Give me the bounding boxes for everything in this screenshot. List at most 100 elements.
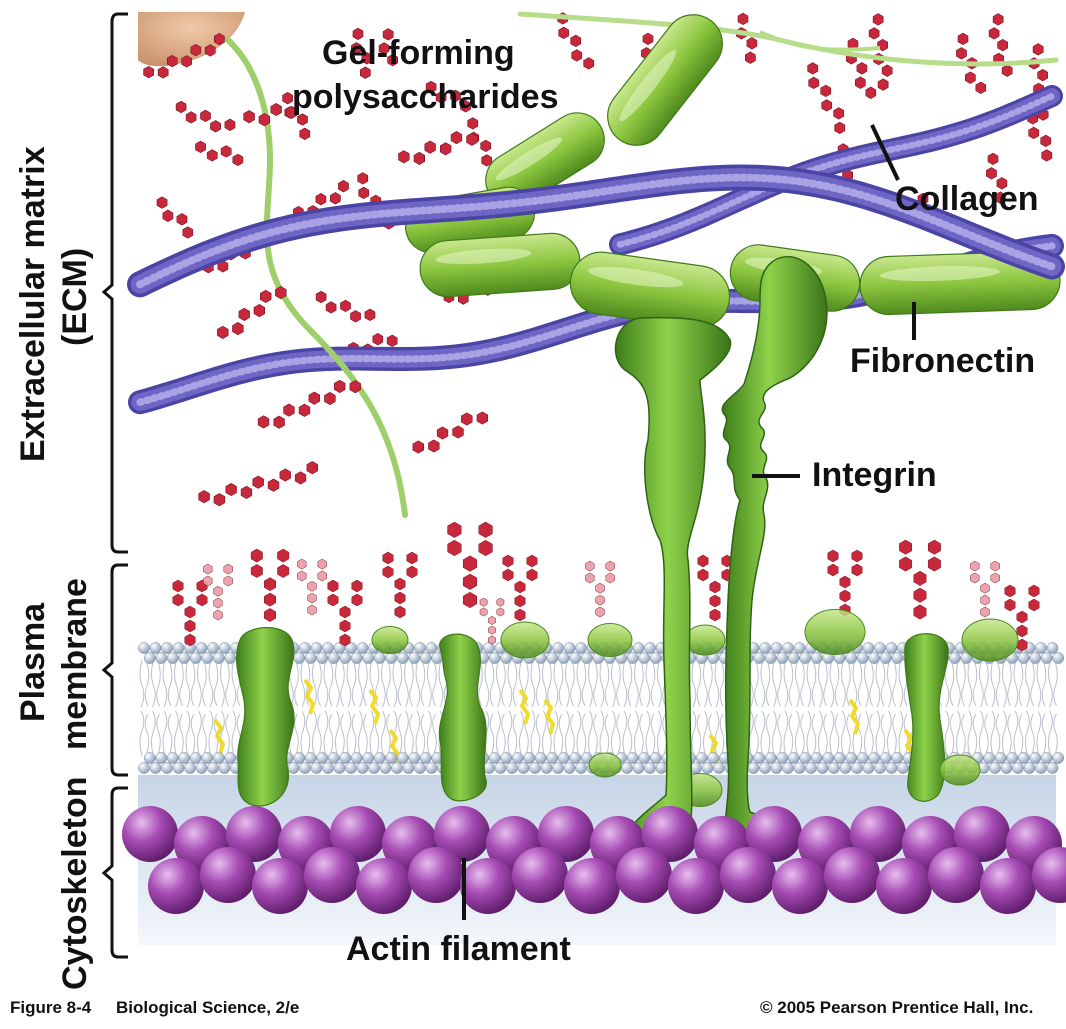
peripheral-protein (588, 752, 622, 778)
phospholipid-head (845, 752, 858, 764)
phospholipid-head (218, 762, 231, 774)
phospholipid-head (350, 652, 363, 664)
polysaccharide-chain (1027, 112, 1053, 162)
phospholipid-head (1040, 752, 1053, 764)
actin-monomer (668, 858, 724, 914)
actin-monomer (954, 806, 1010, 862)
phospholipid-head (379, 762, 392, 774)
phospholipid-head (494, 762, 507, 774)
phospholipid-head (1040, 652, 1053, 664)
sugar-unit (294, 471, 307, 485)
sugar-unit (333, 379, 346, 393)
sugar-unit (461, 412, 473, 426)
actin-filament-label: Actin filament (346, 930, 571, 968)
sugar-unit (1032, 43, 1044, 56)
phospholipid-head (552, 762, 564, 774)
sugar-unit (480, 139, 492, 153)
phospholipid-head (356, 642, 369, 654)
glycan-tree (899, 539, 941, 620)
phospholipid-head (506, 762, 518, 774)
sugar-unit (324, 391, 336, 406)
sugar-unit (357, 172, 369, 185)
phospholipid-head (327, 652, 340, 664)
peripheral-protein (371, 626, 409, 654)
phospholipid-head (793, 762, 806, 774)
phospholipid-head (810, 752, 823, 764)
actin-monomer (252, 858, 308, 914)
sugar-unit (181, 55, 192, 68)
phospholipid-head (1035, 642, 1047, 654)
sugar-unit (436, 426, 449, 440)
sugar-unit (238, 307, 250, 321)
phospholipid-head (1000, 762, 1013, 774)
sugar-unit (213, 493, 226, 507)
phospholipid-head (816, 762, 829, 774)
phospholipid-head (1035, 762, 1047, 774)
peripheral-protein (961, 618, 1019, 662)
sugar-unit (185, 111, 197, 124)
actin-monomer (746, 806, 802, 862)
sugar-unit (992, 13, 1004, 26)
phospholipid-head (339, 752, 352, 764)
phospholipid-head (546, 752, 559, 764)
fibronectin-segment (419, 232, 581, 298)
phospholipid-head (1023, 762, 1036, 774)
phospholipid-head (1017, 752, 1030, 764)
sugar-unit (364, 308, 376, 321)
phospholipid-head (534, 752, 547, 764)
phospholipid-head (368, 762, 380, 774)
phospholipid-head (632, 762, 645, 774)
glycan-tree (382, 551, 418, 619)
sugar-unit (162, 209, 174, 222)
phospholipid-head (1046, 642, 1059, 654)
sugar-unit (198, 490, 210, 504)
sugar-unit (387, 53, 399, 67)
sugar-unit (299, 127, 311, 140)
actin-monomer (356, 858, 412, 914)
phospholipid-head (299, 762, 311, 774)
phospholipid-head (511, 752, 524, 764)
phospholipid-head (310, 642, 323, 654)
phospholipid-head (207, 642, 219, 654)
phospholipid-head (316, 652, 329, 664)
phospholipid-head (960, 652, 973, 664)
sugar-unit (329, 192, 341, 205)
polysaccharide-chain (198, 461, 319, 507)
phospholipid-head (546, 652, 559, 664)
phospholipid-head (293, 652, 306, 664)
phospholipid-head (322, 762, 334, 774)
fibronectin-segment (569, 251, 731, 329)
collagen-fiber-back (609, 85, 1063, 256)
phospholipid-head (1006, 752, 1019, 764)
sugar-unit (834, 121, 846, 135)
phospholipid-head (776, 652, 789, 664)
phospholipid-head (805, 762, 817, 774)
sugar-unit (1037, 68, 1048, 82)
phospholipid-head (385, 652, 398, 664)
phospholipid-head (563, 642, 576, 654)
actin-monomer (616, 847, 672, 903)
phospholipid-head (483, 642, 495, 654)
sugar-unit (176, 213, 188, 226)
phospholipid-head (994, 752, 1007, 764)
phospholipid-head (149, 762, 162, 774)
phospholipid-head (552, 642, 564, 654)
phospholipid-head (856, 752, 869, 764)
phospholipid-head (540, 762, 553, 774)
peripheral-protein (804, 609, 866, 655)
phospholipid-head (391, 762, 403, 774)
sugar-unit (338, 180, 349, 193)
phospholipid-head (178, 752, 191, 764)
phospholipid-head (626, 752, 639, 764)
actin-monomer (876, 858, 932, 914)
membrane-label: membrane (56, 578, 94, 750)
transmembrane-protein (904, 633, 949, 802)
phospholipid-head (143, 752, 156, 764)
phospholipid-head (396, 752, 409, 764)
actin-monomer (720, 847, 776, 903)
phospholipid-head (189, 752, 202, 764)
phospholipid-head (408, 752, 421, 764)
sugar-unit (746, 37, 758, 50)
sugar-unit (225, 482, 237, 497)
sugar-unit (275, 286, 287, 300)
